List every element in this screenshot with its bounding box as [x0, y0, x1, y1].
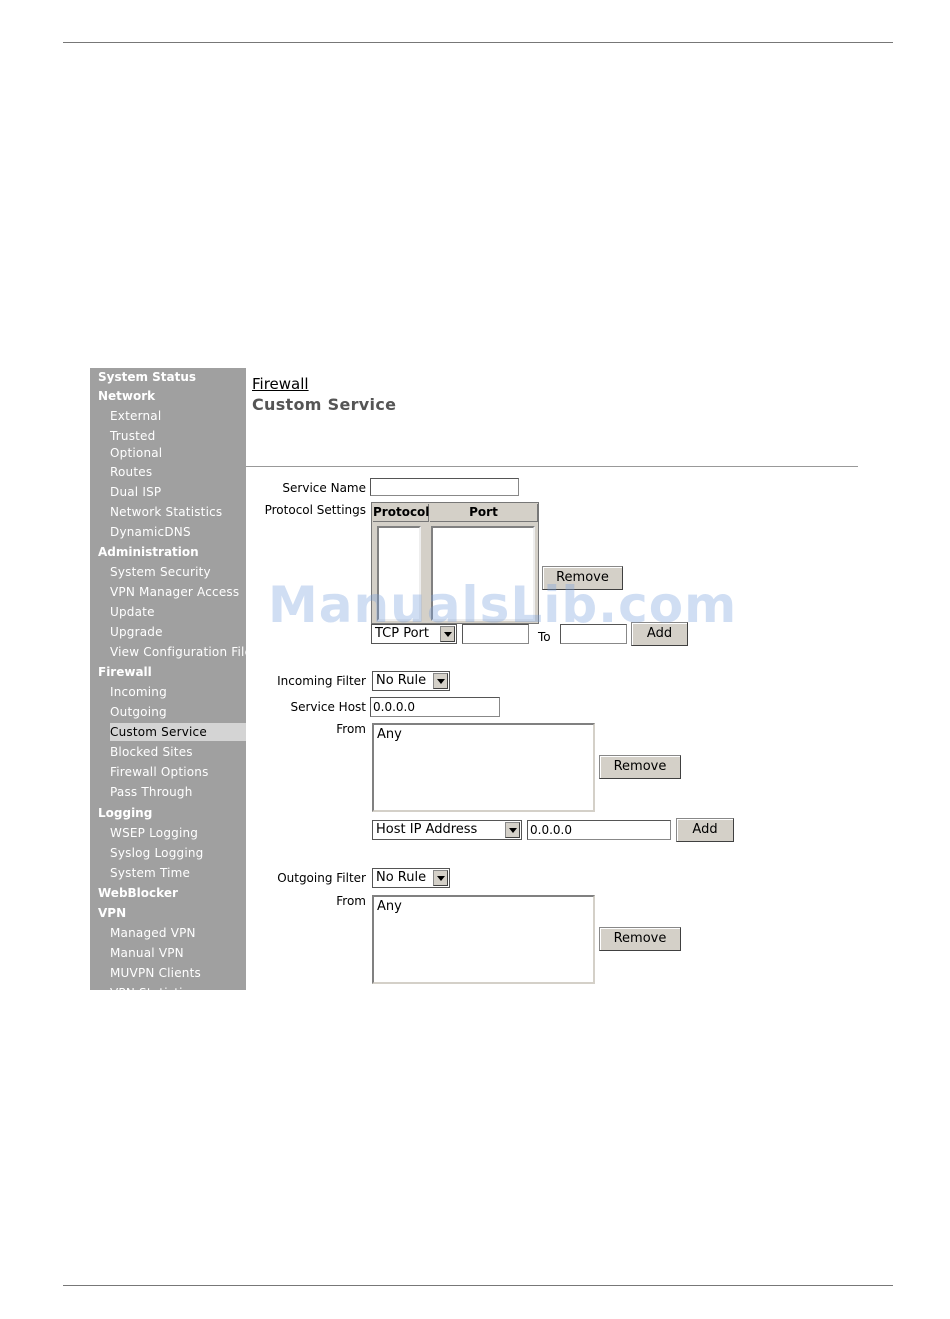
sidebar-item-custom-service[interactable]: Custom Service: [110, 723, 246, 741]
protocol-port-table: Protocol Port: [371, 502, 539, 624]
chevron-down-icon: [440, 626, 455, 642]
sidebar-item-vpn[interactable]: VPN: [98, 906, 127, 920]
sidebar-item-system-time[interactable]: System Time: [110, 866, 191, 880]
add-port-button[interactable]: Add: [631, 622, 688, 646]
main-content: Firewall Custom Service Service Name Pro…: [246, 368, 858, 990]
protocol-type-select[interactable]: TCP Port: [371, 624, 457, 644]
outgoing-filter-label: Outgoing Filter: [277, 871, 366, 885]
sidebar-item-logging[interactable]: Logging: [98, 806, 153, 820]
sidebar-item-administration[interactable]: Administration: [98, 545, 199, 559]
incoming-filter-value: No Rule: [376, 673, 427, 688]
list-item[interactable]: Any: [377, 727, 402, 742]
port-from-input[interactable]: [462, 624, 529, 644]
service-name-label: Service Name: [282, 481, 366, 495]
sidebar-item-vpn-statistics[interactable]: VPN Statistics: [110, 984, 246, 990]
address-value-input[interactable]: 0.0.0.0: [527, 820, 671, 840]
sidebar-item-dynamicdns[interactable]: DynamicDNS: [110, 525, 191, 539]
protocol-settings-label: Protocol Settings: [264, 503, 366, 517]
sidebar-item-managed-vpn[interactable]: Managed VPN: [110, 926, 196, 940]
chevron-down-icon: [433, 673, 448, 689]
address-type-select[interactable]: Host IP Address: [372, 820, 522, 840]
chevron-down-icon: [433, 870, 448, 886]
sidebar-item-external[interactable]: External: [110, 409, 162, 423]
service-name-input[interactable]: [370, 478, 519, 496]
incoming-from-list[interactable]: Any: [372, 723, 595, 812]
sidebar-item-blocked-sites[interactable]: Blocked Sites: [110, 745, 193, 759]
sidebar-item-syslog-logging[interactable]: Syslog Logging: [110, 846, 204, 860]
remove-protocol-button[interactable]: Remove: [542, 566, 623, 590]
page-title: Custom Service: [252, 395, 397, 414]
port-column-header: Port: [430, 504, 538, 522]
sidebar-item-wsep-logging[interactable]: WSEP Logging: [110, 826, 199, 840]
sidebar-item-outgoing[interactable]: Outgoing: [110, 705, 167, 719]
outgoing-from-list[interactable]: Any: [372, 895, 595, 984]
remove-outgoing-from-button[interactable]: Remove: [599, 927, 681, 951]
to-label: To: [538, 630, 551, 644]
sidebar-item-firewall-options[interactable]: Firewall Options: [110, 765, 209, 779]
sidebar-item-network-statistics[interactable]: Network Statistics: [110, 505, 223, 519]
chevron-down-icon: [505, 822, 520, 838]
sidebar-item-system-status[interactable]: System Status: [98, 370, 197, 384]
header-divider: [246, 466, 858, 467]
breadcrumb-firewall-link[interactable]: Firewall: [252, 375, 309, 393]
sidebar-item-dual-isp[interactable]: Dual ISP: [110, 485, 162, 499]
service-host-input[interactable]: 0.0.0.0: [370, 697, 500, 717]
incoming-filter-label: Incoming Filter: [277, 674, 366, 688]
page-bottom-rule: [63, 1285, 893, 1286]
sidebar-item-routes[interactable]: Routes: [110, 465, 153, 479]
incoming-filter-select[interactable]: No Rule: [372, 671, 450, 691]
sidebar-item-manual-vpn[interactable]: Manual VPN: [110, 946, 184, 960]
sidebar-item-pass-through[interactable]: Pass Through: [110, 785, 193, 799]
incoming-from-label: From: [336, 722, 366, 736]
sidebar-item-upgrade[interactable]: Upgrade: [110, 625, 163, 639]
sidebar-item-firewall[interactable]: Firewall: [98, 665, 152, 679]
remove-incoming-from-button[interactable]: Remove: [599, 755, 681, 779]
sidebar-item-vpn-manager-access[interactable]: VPN Manager Access: [110, 585, 240, 599]
sidebar-item-webblocker[interactable]: WebBlocker: [98, 886, 178, 900]
outgoing-from-label: From: [336, 894, 366, 908]
outgoing-filter-select[interactable]: No Rule: [372, 868, 450, 888]
sidebar-item-view-configuration-file[interactable]: View Configuration File: [110, 645, 253, 659]
protocol-type-value: TCP Port: [375, 626, 429, 641]
list-item[interactable]: Any: [377, 899, 402, 914]
address-type-value: Host IP Address: [376, 822, 478, 837]
outgoing-filter-value: No Rule: [376, 870, 427, 885]
sidebar-item-trusted[interactable]: Trusted: [110, 429, 156, 443]
add-address-button[interactable]: Add: [676, 818, 734, 842]
sidebar-item-network[interactable]: Network: [98, 389, 156, 403]
sidebar-item-update[interactable]: Update: [110, 605, 155, 619]
service-host-label: Service Host: [290, 700, 367, 714]
protocol-list[interactable]: [377, 526, 421, 621]
sidebar-item-system-security[interactable]: System Security: [110, 565, 211, 579]
port-to-input[interactable]: [560, 624, 627, 644]
sidebar-item-muvpn-clients[interactable]: MUVPN Clients: [110, 966, 201, 980]
sidebar-item-incoming[interactable]: Incoming: [110, 685, 167, 699]
page-top-rule: [63, 42, 893, 43]
protocol-column-header: Protocol: [373, 504, 429, 522]
port-list[interactable]: [431, 526, 535, 621]
sidebar-item-optional[interactable]: Optional: [110, 446, 163, 460]
